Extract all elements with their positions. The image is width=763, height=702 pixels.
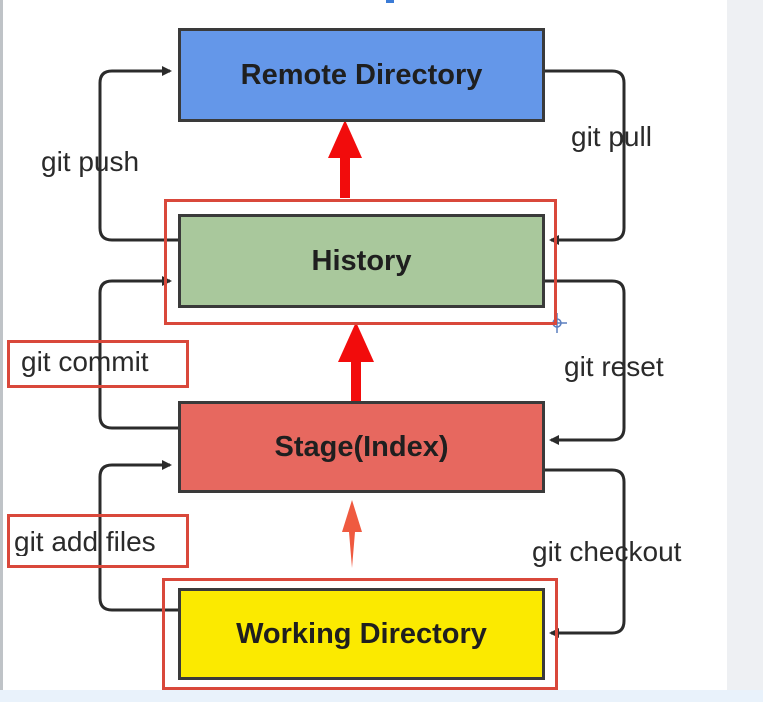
stage-index-label: Stage(Index) [274,430,449,463]
remote-directory-label: Remote Directory [240,58,483,91]
git-push-label: git push [41,146,140,177]
red-arrow-stage-to-history-head [338,322,374,362]
red-arrow-stage-to-history-shaft [351,356,361,406]
history-highlight [164,199,557,325]
window-left-edge [0,0,3,702]
window-bottom-strip [0,690,763,702]
working-directory-box: Working Directory [178,588,545,680]
red-arrow-history-to-remote-head [328,120,362,158]
git-pull-connector [545,69,626,245]
history-box: History [178,214,545,308]
red-arrow-working-to-stage [342,500,362,568]
git-add-connector [98,460,178,612]
stage-index-box: Stage(Index) [178,401,545,493]
git-checkout-connector [545,468,626,638]
window-top-marker [386,0,394,3]
git-checkout-label: git checkout [532,536,682,567]
window-right-panel [727,0,763,702]
history-label: History [311,244,412,277]
git-commit-label: git commit [21,346,149,377]
git-commit-connector [98,276,178,430]
git-commit-highlight [7,340,189,388]
git-add-files-label: git add files [14,528,156,556]
git-pull-label: git pull [571,121,652,152]
red-arrows [328,120,374,568]
red-arrow-history-to-remote-shaft [340,150,350,198]
git-reset-label: git reset [564,351,664,382]
git-reset-connector [545,279,626,445]
git-push-connector [98,66,178,242]
git-add-files-highlight [7,514,189,568]
working-directory-label: Working Directory [236,617,487,650]
working-directory-highlight [162,578,558,690]
remote-directory-box: Remote Directory [178,28,545,122]
